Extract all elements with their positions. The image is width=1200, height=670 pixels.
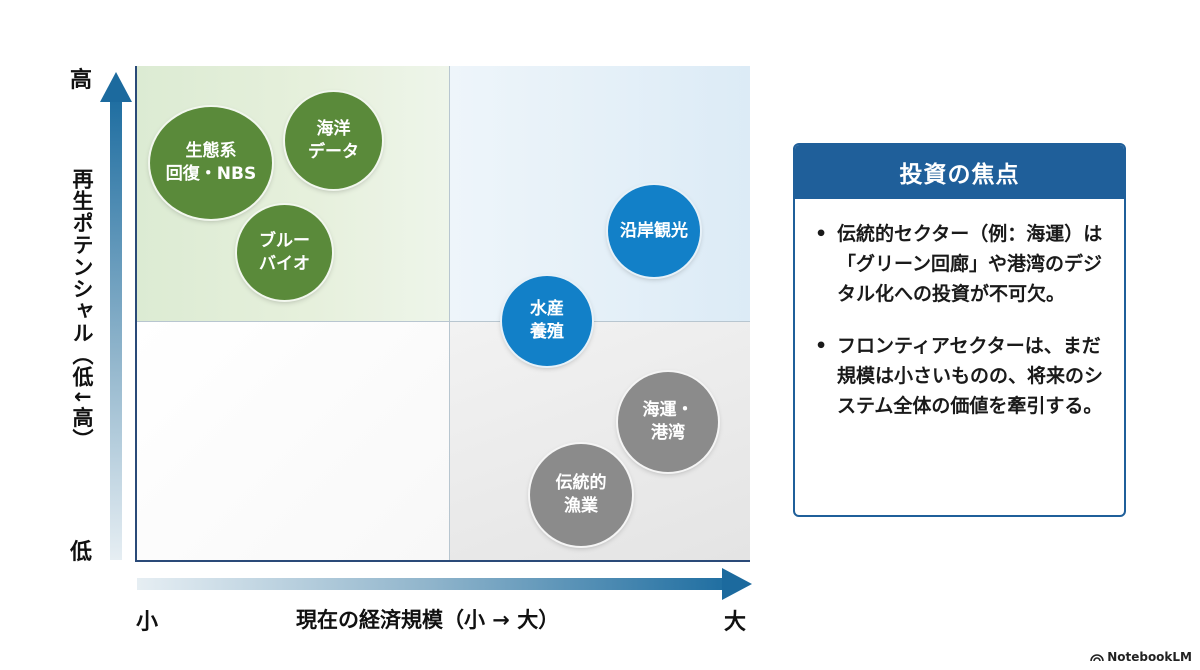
- x-axis-title: 現在の経済規模（小 → 大）: [296, 608, 560, 632]
- bubble-label-line: バイオ: [259, 253, 310, 274]
- bubble-label-line: 港湾: [651, 423, 685, 443]
- bubble-aquaculture: 水産養殖: [502, 276, 592, 366]
- bubble-traditional-fishery: 伝統的漁業: [530, 444, 632, 546]
- investment-focus-panel: 投資の焦点 • 伝統的セクター（例：海運）は「グリーン回廊」や港湾のデジタル化へ…: [793, 143, 1126, 517]
- y-axis-low-label: 低: [70, 540, 93, 565]
- bubble-label-line: 海洋: [316, 118, 351, 139]
- panel-bullet-text: フロンティアセクターは、まだ規模は小さいものの、将来のシステム全体の価値を牽引す…: [837, 335, 1104, 417]
- horizontal-divider: [137, 321, 750, 322]
- vertical-divider: [449, 66, 450, 560]
- bubble-label-line: 漁業: [564, 496, 598, 516]
- x-axis-large-label: 大: [724, 610, 747, 635]
- x-axis-line: [135, 560, 750, 562]
- quadrant-low-potential-small-economy: [137, 322, 450, 560]
- panel-bullet-item: • フロンティアセクターは、まだ規模は小さいものの、将来のシステム全体の価値を牽…: [815, 331, 1110, 421]
- quadrant-high-potential-large-economy: [450, 66, 750, 322]
- panel-bullet-item: • 伝統的セクター（例：海運）は「グリーン回廊」や港湾のデジタル化への投資が不可…: [815, 219, 1110, 309]
- bubble-label-line: ブルー: [259, 230, 310, 251]
- bubble-ecosystem-restoration-nbs: 生態系回復・NBS: [150, 107, 272, 219]
- bubble-ocean-data: 海洋データ: [285, 92, 382, 189]
- bubble-label-line: 回復・NBS: [165, 164, 257, 184]
- y-axis-title: 再生ポテンシャル（低↓高）: [70, 168, 94, 451]
- x-axis-arrow: [137, 578, 727, 590]
- y-axis-high-label: 高: [70, 68, 93, 93]
- bullet-icon: •: [815, 223, 828, 245]
- notebooklm-watermark: NotebookLM: [1090, 650, 1192, 664]
- panel-bullet-text: 伝統的セクター（例：海運）は「グリーン回廊」や港湾のデジタル化への投資が不可欠。: [837, 223, 1103, 305]
- y-axis-arrow-head: [100, 72, 132, 102]
- brand-name: NotebookLM: [1107, 650, 1192, 664]
- bubble-shipping-ports: 海運・港湾: [618, 372, 718, 472]
- y-axis-arrow: [110, 100, 122, 560]
- x-axis-arrow-head: [722, 568, 752, 600]
- bubble-coastal-tourism: 沿岸観光: [608, 185, 700, 277]
- bubble-label-line: 海運・: [642, 400, 694, 420]
- bubble-label-line: 水産: [530, 299, 564, 319]
- bubble-label-line: 伝統的: [555, 473, 607, 493]
- bubble-label-line: データ: [308, 141, 359, 162]
- bubble-label-line: 生態系: [185, 141, 237, 161]
- notebooklm-logo-icon: [1090, 654, 1104, 662]
- y-axis-line: [135, 66, 137, 562]
- bubble-label-line: 養殖: [530, 322, 564, 342]
- bullet-icon: •: [815, 335, 828, 357]
- bubble-blue-bio: ブルーバイオ: [237, 205, 332, 300]
- panel-title: 投資の焦点: [795, 145, 1124, 199]
- bubble-label-line: 沿岸観光: [620, 220, 688, 241]
- x-axis-small-label: 小: [136, 610, 159, 635]
- panel-body: • 伝統的セクター（例：海運）は「グリーン回廊」や港湾のデジタル化への投資が不可…: [795, 199, 1124, 421]
